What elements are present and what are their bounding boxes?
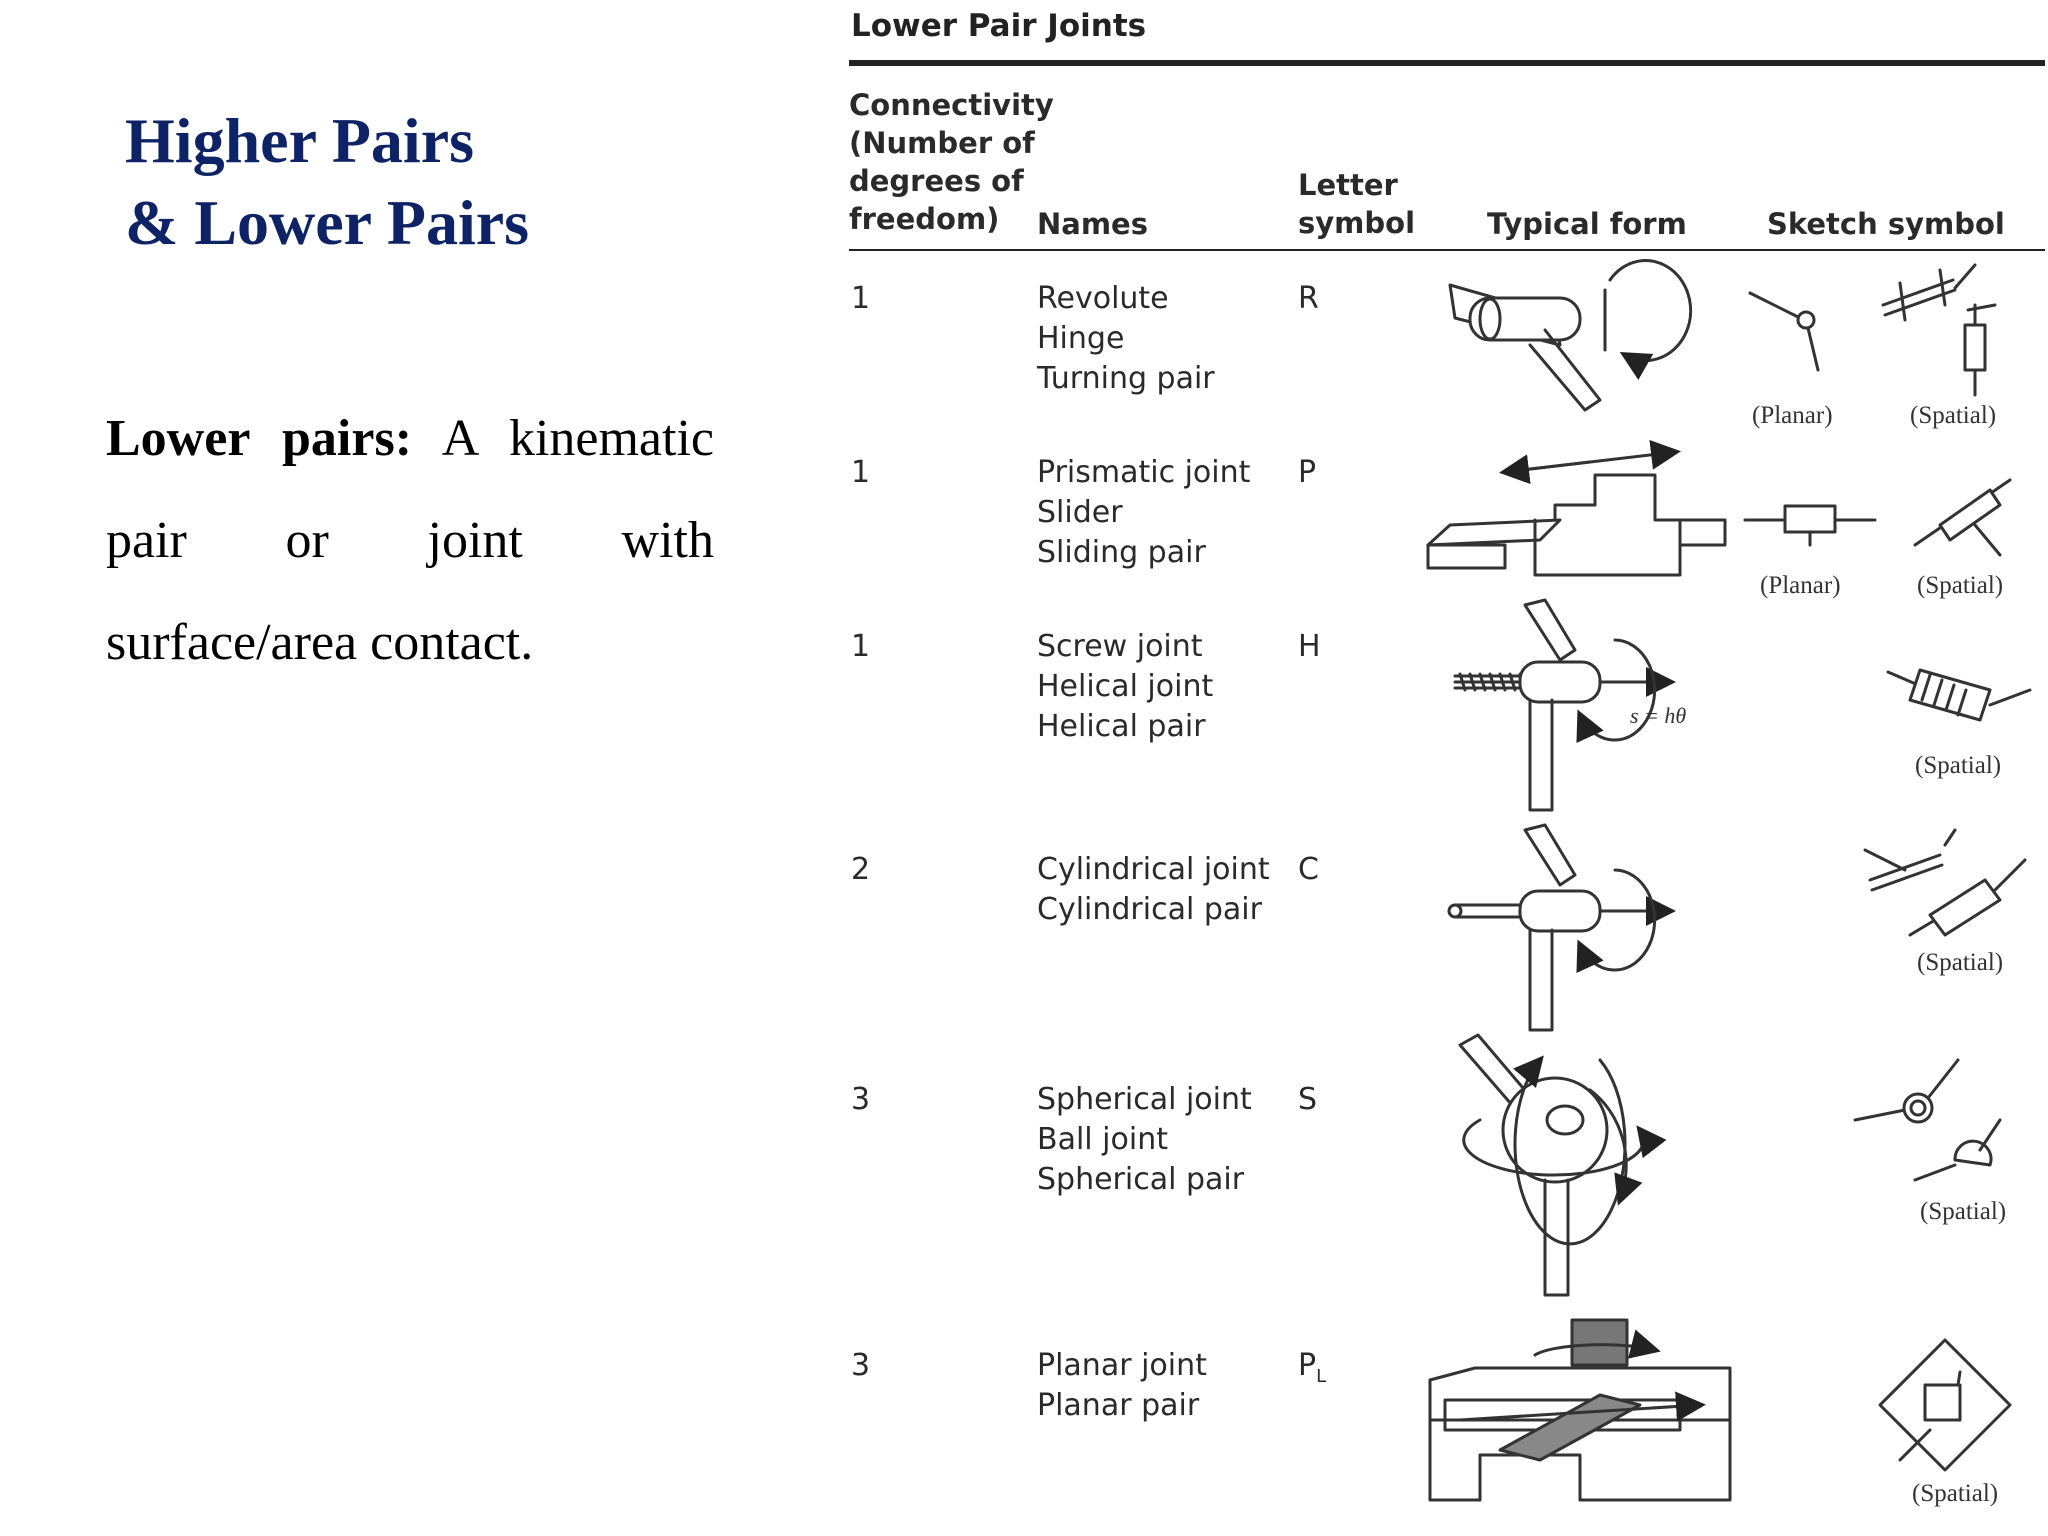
row-6-symbol: PL <box>1298 1348 1327 1387</box>
row-2-sketch-label-planar: (Planar) <box>1760 572 1841 599</box>
prismatic-planar-sketch-icon <box>1743 504 1877 547</box>
header-rule <box>849 249 2045 251</box>
screw-spatial-sketch-icon <box>1886 668 2032 722</box>
definition-text: A kinematic pair or joint with surface/a… <box>106 410 714 671</box>
row-1-names: Revolute Hinge Turning pair <box>1037 281 1215 396</box>
row-3-dof: 1 <box>851 629 871 664</box>
revolute-planar-sketch-icon <box>1748 291 1820 372</box>
row-1-dof: 1 <box>851 281 871 316</box>
prismatic-spatial-sketch-icon <box>1913 478 2012 557</box>
row-4-names: Cylindrical joint Cylindrical pair <box>1037 852 1270 927</box>
row-1-sketch-label-planar: (Planar) <box>1752 402 1833 429</box>
row-3-symbol: H <box>1298 629 1321 664</box>
header-names: Names <box>1037 207 1148 241</box>
revolute-joint-icon <box>1448 259 1693 412</box>
row-4-sketch-label-spatial: (Spatial) <box>1917 949 2004 976</box>
cylindrical-joint-icon <box>1447 823 1676 1032</box>
prismatic-joint-icon <box>1426 439 1727 577</box>
cylindrical-spatial-sketch-icon <box>1863 828 2027 937</box>
screw-joint-icon <box>1453 598 1676 812</box>
spherical-spatial-sketch-icon <box>1853 1058 2002 1182</box>
row-2-names: Prismatic joint Slider Sliding pair <box>1037 455 1251 570</box>
slide-title: Higher Pairs & Lower Pairs <box>125 100 529 264</box>
row-2-symbol: P <box>1298 455 1317 490</box>
row-5-symbol: S <box>1298 1082 1318 1117</box>
row-6-sketch-label-spatial: (Spatial) <box>1912 1480 1999 1507</box>
table-title: Lower Pair Joints <box>851 8 1147 44</box>
slide-title-line-1: Higher Pairs <box>125 105 474 176</box>
row-1-sketch-label-spatial: (Spatial) <box>1910 402 1997 429</box>
header-letter-symbol: Letter symbol <box>1298 168 1416 240</box>
row-3-formula: s = hθ <box>1630 703 1687 728</box>
planar-spatial-sketch-icon <box>1878 1338 2012 1472</box>
table-top-rule <box>849 60 2045 66</box>
slide-title-line-2: & Lower Pairs <box>125 187 530 258</box>
row-3-names: Screw joint Helical joint Helical pair <box>1037 629 1214 744</box>
row-6-dof: 3 <box>851 1348 871 1383</box>
row-2-sketch-label-spatial: (Spatial) <box>1917 572 2004 599</box>
spherical-joint-icon <box>1458 1033 1667 1297</box>
header-connectivity: Connectivity (Number of degrees of freed… <box>849 88 1054 236</box>
row-4-symbol: C <box>1298 852 1319 887</box>
row-6-names: Planar joint Planar pair <box>1037 1348 1207 1423</box>
planar-joint-icon <box>1428 1318 1732 1502</box>
row-4-dof: 2 <box>851 852 871 887</box>
definition-term: Lower pairs: <box>106 410 413 467</box>
row-2-dof: 1 <box>851 455 871 490</box>
lower-pairs-definition: Lower pairs: A kinematic pair or joint w… <box>106 388 714 694</box>
row-1-symbol: R <box>1298 281 1319 316</box>
row-5-dof: 3 <box>851 1082 871 1117</box>
row-5-sketch-label-spatial: (Spatial) <box>1920 1198 2007 1225</box>
header-sketch-symbol: Sketch symbol <box>1767 207 2005 241</box>
row-3-sketch-label-spatial: (Spatial) <box>1915 752 2002 779</box>
revolute-spatial-sketch-icon <box>1881 263 1997 397</box>
row-5-names: Spherical joint Ball joint Spherical pai… <box>1037 1082 1252 1197</box>
header-typical-form: Typical form <box>1487 207 1687 241</box>
